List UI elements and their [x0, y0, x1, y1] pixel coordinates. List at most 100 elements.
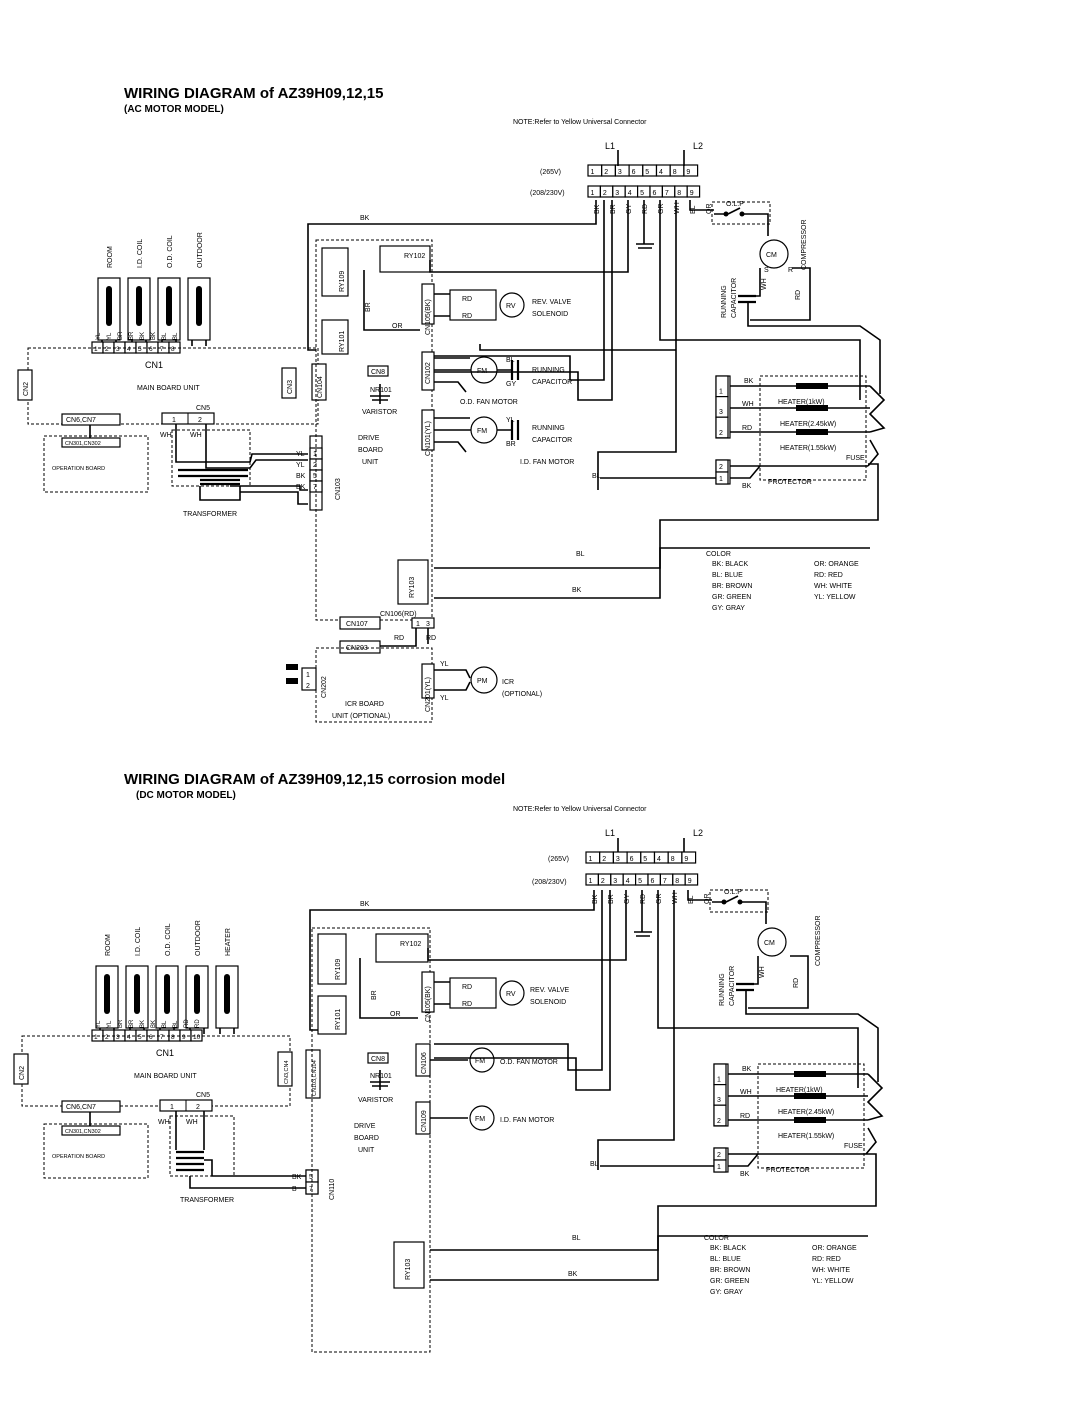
- id-fan-motor-label: I.D. FAN MOTOR: [520, 459, 574, 466]
- thermistor-element: [136, 286, 142, 326]
- cn103-label: CN103: [335, 478, 342, 500]
- diagram-dc-motor-model: WIRING DIAGRAM of AZ39H09,12,15 corrosio…: [13, 771, 884, 1353]
- cn105-connector: [421, 283, 435, 325]
- legend-entry: GY: GRAY: [712, 605, 745, 612]
- pins208-2-pin-label: 8: [675, 878, 679, 885]
- cn104-connector-2: [305, 1049, 321, 1099]
- connector-pin: [713, 1104, 727, 1127]
- legend-entry: WH: WHITE: [814, 583, 852, 590]
- pins208-2-pin-label: 9: [688, 878, 692, 885]
- cn2-label: CN2: [23, 382, 30, 396]
- olp-compressor: O.L.P CM COMPRESSOR S R WH RD RUNNING CA…: [711, 201, 881, 394]
- cn1-pin-label: 2: [105, 1034, 109, 1041]
- od-gy-label: GY: [506, 381, 516, 388]
- pins208-pin-label: 2: [603, 190, 607, 197]
- cm-wh-label-2: WH: [759, 966, 766, 978]
- wire-label: BK: [594, 204, 601, 214]
- connector-pin-label: 2: [313, 462, 317, 469]
- cn6-connector-2: [61, 1100, 121, 1113]
- cn107-label: CN107: [346, 621, 368, 628]
- bl-protector-label: BL: [592, 473, 601, 480]
- pins265-2-pin-label: 6: [630, 856, 634, 863]
- legend-entry: WH: WHITE: [812, 1267, 850, 1274]
- thermistor-element: [166, 286, 172, 326]
- cn1-wire-label: BR: [129, 1019, 135, 1028]
- rv-label-2: RV: [506, 991, 516, 998]
- operation-board-label: OPERATION BOARD: [52, 466, 105, 472]
- nr101-label-2: NR101: [370, 1073, 392, 1080]
- bk-ry103-label: BK: [572, 587, 582, 594]
- cm-rd-label: RD: [795, 290, 802, 300]
- wire-label: WH: [672, 892, 679, 904]
- cn5-label: CN5: [196, 405, 210, 412]
- l1-label: L1: [605, 141, 615, 151]
- drive-label-2: DRIVE: [354, 1123, 376, 1130]
- connector-pin-label: 2: [719, 430, 723, 437]
- legend-entry: GR: GREEN: [710, 1278, 749, 1285]
- pins265-2-pin-label: 1: [589, 856, 593, 863]
- connector-pin-label: 1: [313, 451, 317, 458]
- ry109-label-2: RY109: [335, 959, 342, 980]
- id-capacitor-label: CAPACITOR: [532, 437, 572, 444]
- sensor-label: ROOM: [107, 246, 114, 268]
- connector-pin-label: 1: [717, 1164, 721, 1171]
- comp-running-label: RUNNING: [721, 285, 728, 318]
- heater-assembly: 132 BK WH RD HEATER(1kW) HEATER(2.45kW) …: [715, 375, 886, 490]
- legend-entry: OR: ORANGE: [812, 1245, 857, 1252]
- cn1-wire-label: YL: [96, 332, 102, 340]
- icr-yl-1: YL: [440, 661, 449, 668]
- pins265-pin-label: 2: [604, 169, 608, 176]
- cn3-label: CN3: [287, 380, 294, 394]
- od-capacitor-label: CAPACITOR: [532, 379, 572, 386]
- legend-1-title: COLOR: [706, 551, 731, 558]
- cm-rd-label-2: RD: [793, 978, 800, 988]
- ry101-relay: [321, 319, 349, 355]
- cn1-wire-label: BL: [173, 1020, 179, 1028]
- sensor-label: O.D. COIL: [165, 923, 172, 956]
- cn1-pin-label: 6: [149, 1034, 153, 1041]
- rv-symbol: [499, 292, 525, 318]
- diagram-1-subtitle: (AC MOTOR MODEL): [124, 104, 224, 115]
- pm-symbol: [470, 666, 498, 694]
- heater-wh-label-2: WH: [740, 1089, 752, 1096]
- cn3-connector-2: [277, 1051, 293, 1087]
- rev-rd-1: RD: [462, 296, 472, 303]
- pins208-pin-label: 4: [628, 190, 632, 197]
- pins265-pin-label: 8: [673, 169, 677, 176]
- main-board-outline-2: [21, 1035, 291, 1107]
- icr-board-label: ICR BOARD: [345, 701, 384, 708]
- pins208-2-pin-label: 5: [638, 878, 642, 885]
- sensor-label: O.D. COIL: [167, 235, 174, 268]
- legend-entry: BL: BLUE: [712, 572, 743, 579]
- connector-pin-label: 5: [309, 1174, 313, 1181]
- pins265-2-pin-label: 4: [657, 856, 661, 863]
- cn106-label-2: CN106: [421, 1052, 428, 1074]
- main-board-label: MAIN BOARD UNIT: [137, 385, 200, 392]
- cn105-label-2: CN105(BK): [425, 986, 432, 1022]
- rev-rd-1-2: RD: [462, 984, 472, 991]
- main-board-label-2: MAIN BOARD UNIT: [134, 1073, 197, 1080]
- pins208-2-pin: [684, 873, 699, 886]
- connector-pin-label: 2: [717, 1118, 721, 1125]
- cn110-label: CN110: [329, 1179, 336, 1200]
- pins265-2-pin-label: 9: [684, 856, 688, 863]
- connector-pin-label: 2: [719, 464, 723, 471]
- ry101-label: RY101: [339, 331, 346, 352]
- icr-rd-2: RD: [426, 635, 436, 642]
- diagram-1-note: NOTE:Refer to Yellow Universal Connector: [513, 119, 647, 126]
- cn2-connector-2: [13, 1053, 29, 1085]
- cm-pin-s: S: [764, 267, 769, 274]
- diagram-2-note: NOTE:Refer to Yellow Universal Connector: [513, 806, 647, 813]
- unit-label-2: UNIT: [358, 1147, 375, 1154]
- protector-bk-label-2: BK: [740, 1171, 750, 1178]
- cn106-pin-1: 1: [416, 621, 420, 628]
- protector-bk-label: BK: [742, 483, 752, 490]
- pins208-pin: [686, 185, 701, 198]
- id-fm-label-2: FM: [475, 1116, 485, 1123]
- olp-label: O.L.P: [726, 201, 744, 208]
- wire-label: GR: [656, 894, 663, 905]
- cn201-connector: [421, 663, 435, 699]
